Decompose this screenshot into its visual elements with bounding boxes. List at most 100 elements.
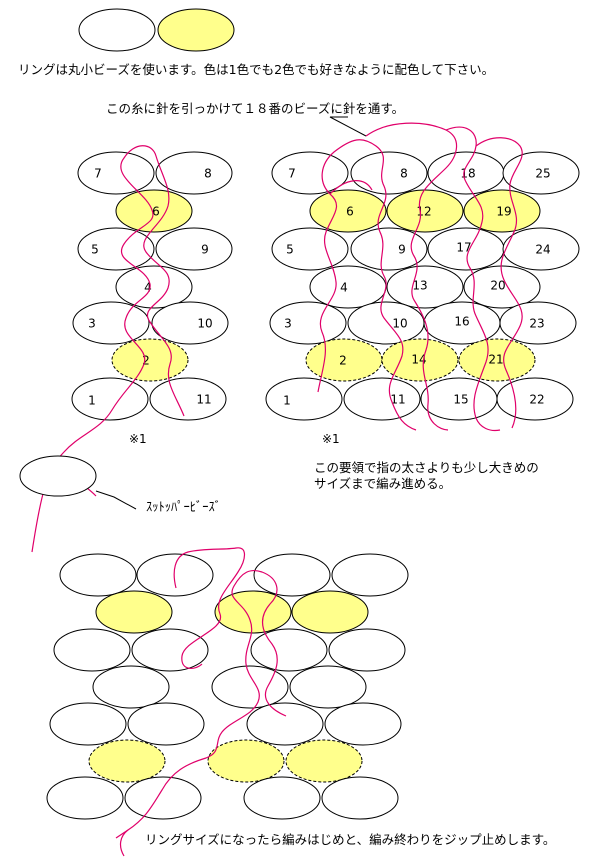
right-bead-24 (502, 227, 580, 271)
bottom-diagram (46, 547, 409, 857)
bottom-bead (92, 665, 170, 709)
right-number: 11 (390, 393, 405, 407)
right-number: 23 (529, 317, 544, 331)
bottom-bead (246, 702, 324, 746)
continue-note-line1: この要領で指の太さよりも少し大きめの (314, 460, 539, 475)
right-diagram: 7 8 18 25 6 12 19 5 9 17 24 4 13 20 3 10… (265, 122, 580, 446)
right-mark: ※1 (322, 432, 340, 446)
bottom-bead-yellow (285, 739, 363, 783)
left-bead-9 (155, 227, 233, 271)
left-bead-2 (111, 338, 189, 382)
left-thread (31, 145, 185, 553)
left-bead-11 (149, 377, 227, 421)
left-number: 3 (88, 317, 96, 331)
left-bead-7 (77, 151, 155, 195)
right-number: 8 (400, 167, 408, 181)
bottom-bead (250, 628, 328, 672)
bottom-bead (127, 702, 205, 746)
right-number: 7 (288, 167, 296, 181)
right-number: 16 (454, 315, 469, 329)
stopper-bead (19, 455, 97, 497)
left-bead-5 (77, 227, 155, 271)
right-number: 6 (346, 205, 354, 219)
legend-white-bead (78, 8, 156, 52)
bottom-bead-yellow (214, 590, 292, 634)
right-number: 18 (460, 167, 475, 181)
bottom-thread (119, 569, 287, 857)
right-number: 3 (284, 317, 292, 331)
right-bead-10 (347, 301, 425, 345)
finish-note: リングサイズになったら編みはじめと、編み終わりをジップ止めします。 (145, 832, 556, 847)
bottom-bead (46, 776, 124, 820)
right-number: 9 (398, 243, 406, 257)
bottom-bead (321, 776, 399, 820)
left-bead-6 (115, 189, 193, 233)
right-thread (317, 139, 417, 431)
intro-text: リングは丸小ビーズを使います。色は1色でも2色でも好きなように配色して下さい。 (18, 62, 495, 77)
bottom-bead (211, 665, 289, 709)
left-number: 2 (142, 354, 150, 368)
right-number: 22 (529, 393, 544, 407)
bottom-bead (243, 776, 321, 820)
right-bead-1 (265, 377, 343, 421)
left-bead-10 (151, 301, 229, 345)
right-number: 12 (416, 205, 431, 219)
right-bead-19 (463, 189, 541, 233)
right-bead-13 (386, 265, 464, 309)
bottom-bead (324, 702, 402, 746)
bottom-bead (49, 702, 127, 746)
bottom-bead (53, 628, 131, 672)
right-number: 21 (488, 353, 503, 367)
continue-note-line2: サイズまで編み進める。 (314, 476, 452, 491)
left-number: 5 (91, 243, 99, 257)
right-number: 20 (490, 279, 505, 293)
right-bead-8 (350, 151, 428, 195)
bottom-bead (253, 553, 331, 597)
right-bead-11 (343, 377, 421, 421)
right-bead-3 (269, 301, 347, 345)
bottom-bead (131, 628, 209, 672)
bottom-bead (136, 553, 214, 597)
right-number: 15 (453, 393, 468, 407)
right-bead-6 (309, 189, 387, 233)
stopper-pointer (95, 490, 137, 510)
bottom-bead (289, 665, 367, 709)
right-bead-9 (350, 227, 428, 271)
right-number: 5 (286, 243, 294, 257)
right-bead-20 (463, 265, 541, 309)
bottom-thread (115, 829, 129, 839)
thread-note: この糸に針を引っかけて１８番のビーズに針を通す。 (106, 101, 405, 116)
right-number: 4 (340, 281, 348, 295)
right-thread (445, 126, 501, 432)
left-number: 8 (204, 167, 212, 181)
left-bead-4 (115, 265, 193, 309)
left-number: 4 (144, 281, 152, 295)
left-number: 7 (94, 167, 102, 181)
bottom-bead (328, 628, 406, 672)
legend-yellow-bead (157, 8, 235, 52)
right-number: 1 (283, 394, 291, 408)
right-number: 10 (392, 317, 407, 331)
right-thread (475, 137, 523, 429)
bottom-thread (173, 547, 246, 669)
right-bead-7 (271, 151, 349, 195)
right-number: 17 (456, 241, 471, 255)
right-number: 19 (496, 205, 511, 219)
left-bead-1 (71, 377, 149, 421)
left-number: 11 (196, 393, 211, 407)
bottom-bead-yellow (207, 739, 285, 783)
right-bead-23 (499, 301, 577, 345)
bottom-bead (124, 776, 202, 820)
right-thread (365, 122, 458, 431)
right-number: 13 (412, 279, 427, 293)
bottom-bead-yellow (291, 590, 369, 634)
bottom-bead (59, 553, 137, 597)
left-number: 6 (152, 205, 160, 219)
right-bead-25 (502, 151, 580, 195)
bottom-bead (331, 553, 409, 597)
left-number: 1 (88, 394, 96, 408)
right-bead-21 (458, 338, 536, 382)
right-number: 24 (535, 243, 550, 257)
left-number: 10 (197, 317, 212, 331)
